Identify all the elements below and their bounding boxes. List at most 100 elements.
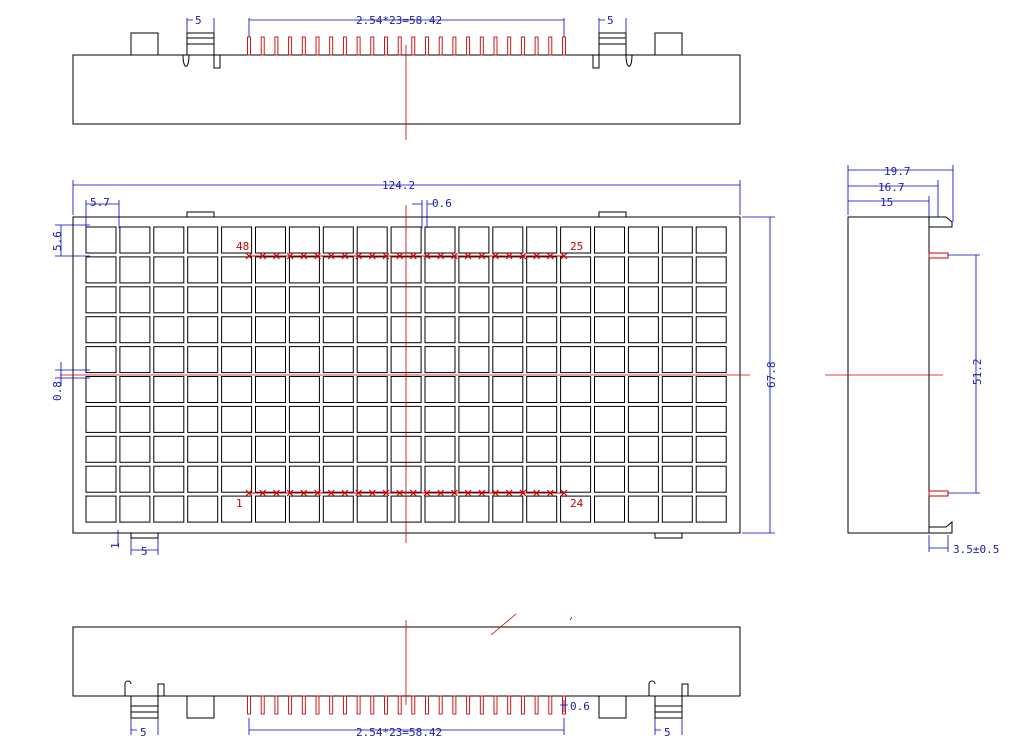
contact-cell — [221, 346, 253, 374]
contact-cell — [356, 256, 388, 284]
contact-cell — [458, 495, 490, 523]
pin-tail — [356, 36, 361, 56]
pin-mark — [505, 489, 513, 497]
contact-cell — [322, 465, 354, 493]
pin-tail — [520, 695, 525, 715]
pin-mark — [505, 252, 513, 260]
contact-cell — [424, 465, 456, 493]
contact-cell — [356, 346, 388, 374]
pin-mark — [546, 252, 554, 260]
contact-cell — [322, 256, 354, 284]
contact-cell — [221, 316, 253, 344]
contact-cell — [594, 316, 625, 344]
contact-cell — [153, 226, 185, 254]
pin-mark — [341, 252, 349, 260]
contact-cell — [255, 226, 286, 254]
contact-cell — [492, 226, 524, 254]
pin-tail — [479, 695, 484, 715]
side-dim-16-7: 16.7 — [878, 181, 905, 194]
pin-tail — [562, 36, 566, 56]
pin-mark — [450, 252, 458, 260]
pin-tail — [397, 695, 402, 715]
front-dim-offset: 5.7 — [90, 196, 110, 209]
pin-mark — [327, 252, 335, 260]
contact-cell — [187, 256, 219, 284]
contact-cell — [424, 495, 456, 523]
contact-cell — [255, 256, 286, 284]
pin-tail — [466, 36, 471, 56]
contact-cell — [85, 435, 117, 463]
contact-cell — [492, 286, 524, 314]
contact-cell — [119, 226, 151, 254]
contact-cell — [526, 435, 558, 463]
contact-cell — [85, 316, 117, 344]
contact-cell — [356, 435, 388, 463]
pin-tail — [329, 695, 334, 715]
contact-cell — [322, 376, 354, 403]
contact-cell — [288, 286, 320, 314]
front-dim-top-margin: 5.6 — [51, 231, 64, 251]
contact-cell — [560, 495, 592, 523]
contact-cell — [187, 465, 219, 493]
contact-cell — [458, 346, 490, 374]
contact-cell — [627, 256, 659, 284]
top-view: 2.54*23=58.42 5 5 — [72, 14, 741, 140]
pin-label-25: 25 — [570, 240, 583, 253]
contact-cell — [221, 286, 253, 314]
contact-cell — [288, 435, 320, 463]
contact-cell — [661, 376, 693, 403]
contact-cell — [288, 346, 320, 374]
pin-tail — [274, 36, 279, 56]
contact-cell — [119, 495, 151, 523]
contact-cell — [627, 316, 659, 344]
pin-tail — [411, 36, 416, 56]
contact-cell — [594, 286, 625, 314]
contact-cell — [424, 316, 456, 344]
pin-mark — [341, 489, 349, 497]
pin-mark — [368, 489, 376, 497]
contact-cell — [187, 495, 219, 523]
contact-cell — [187, 286, 219, 314]
contact-cell — [627, 465, 659, 493]
contact-cell — [492, 256, 524, 284]
contact-cell — [85, 226, 117, 254]
contact-cell — [458, 376, 490, 403]
pin-mark — [382, 489, 390, 497]
contact-cell — [356, 465, 388, 493]
contact-cell — [424, 346, 456, 374]
contact-cell — [492, 346, 524, 374]
side-dim-tail: 3.5±0.5 — [953, 543, 999, 556]
pin-mark — [437, 252, 445, 260]
contact-cell — [594, 435, 625, 463]
contact-cell — [322, 435, 354, 463]
contact-cell — [119, 346, 151, 374]
pin-mark — [327, 489, 335, 497]
contact-cell — [153, 495, 185, 523]
contact-cell — [594, 495, 625, 523]
pin-tail — [466, 695, 471, 715]
pin-tail — [534, 36, 539, 56]
contact-cell — [153, 435, 185, 463]
contact-cell — [221, 376, 253, 403]
contact-cell — [221, 226, 253, 254]
contact-cell — [492, 495, 524, 523]
contact-cell — [458, 256, 490, 284]
pin-tail — [397, 36, 402, 56]
contact-cell — [187, 405, 219, 433]
contact-cell — [356, 495, 388, 523]
pin-tail — [260, 36, 265, 56]
contact-cell — [221, 435, 253, 463]
contact-cell — [627, 376, 659, 403]
side-dim-19-7: 19.7 — [884, 165, 911, 178]
contact-cell — [119, 465, 151, 493]
pin-mark — [560, 489, 568, 497]
pin-tail — [425, 36, 429, 56]
pin-mark — [314, 489, 321, 497]
front-dim-height: 67.8 — [765, 362, 778, 389]
contact-cell — [560, 376, 592, 403]
contact-cell — [356, 226, 388, 254]
pin-label-48: 48 — [236, 240, 249, 253]
contact-cell — [322, 316, 354, 344]
contact-cell — [526, 316, 558, 344]
contact-cell — [695, 316, 727, 344]
